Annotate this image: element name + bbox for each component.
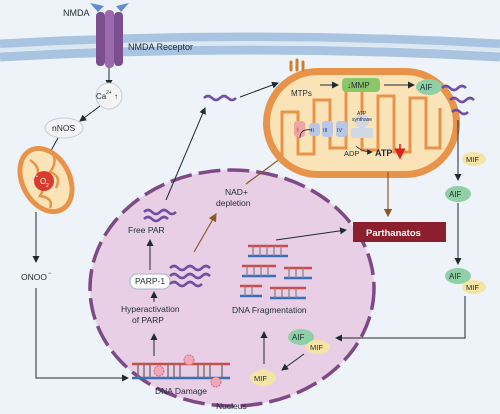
nnos-label: nNOS [52,123,75,133]
dna-fragmentation-label: DNA Fragmentation [232,305,307,315]
mmp-label: ↓MMP [347,81,370,90]
complex-i-label: I [297,128,299,134]
nmda-receptor [90,3,129,68]
complex-iv-label: IV [337,128,343,134]
parthanatos-box: Parthanatos [353,222,446,242]
nucleus-label: Nucleus [216,401,247,411]
onoo-label: ONOO [21,272,47,282]
mif-nucleus-label: MIF [254,374,267,383]
complex-iii: III [322,121,333,137]
aif-cytosol-badge: AIF [445,186,471,202]
mmp-badge: ↓MMP [342,78,380,92]
nad-label-1: NAD+ [225,187,248,197]
hyperactivation-label-2: of PARP [132,315,164,325]
superoxide-sub: 2 [46,183,49,189]
aif-complex-nucleus-label: AIF [292,333,305,342]
parp1-node: PARP-1 [129,273,171,290]
aif-mif-complex-nucleus: AIF MIF [288,329,330,354]
mif-right-badge: MIF [462,152,486,166]
mtps-label: MTPs [291,89,312,98]
calcium-sup: 2+ [106,90,112,96]
hyperactivation-label-1: Hyperactivation [121,304,180,314]
nucleus [88,168,376,408]
free-par-chain-icon [143,208,177,216]
nnos-node: nNOS [44,117,84,139]
complex-ii: II [309,123,320,136]
onoo-sup: − [48,271,52,277]
mtps-channel-icon [289,58,305,72]
superoxide-label: O [40,177,46,186]
complex-ii-label: II [311,128,315,134]
aif-complex-right-label: AIF [449,272,462,281]
complex-i: I [294,121,305,137]
aif-cytosol-label: AIF [449,190,462,199]
nmda-label: NMDA [63,8,90,18]
aif-mito-label: AIF [420,83,433,92]
dna-damage-label: DNA Damage [155,386,207,396]
mif-complex-nucleus-label: MIF [310,343,323,352]
mif-right-label: MIF [466,155,479,164]
nad-label-2: depletion [216,198,251,208]
atp-label: ATP [375,148,392,158]
dna-damage-icon [132,354,230,388]
aif-mito-badge: AIF [416,79,442,95]
atp-synthase-label-2: synthase [352,117,372,123]
aif-mif-complex-right: AIF MIF [445,268,486,294]
par-chain-attached-icon [169,264,211,272]
calcium-label: Ca [96,92,107,101]
adp-label: ADP [344,149,359,158]
parthanatos-label: Parthanatos [366,228,421,239]
superoxide-node: • O 2 [34,171,54,191]
superoxide-dot: • [36,174,38,180]
dna-fragmentation-icon [240,244,312,300]
mif-complex-right-label: MIF [466,283,479,292]
parp1-label: PARP-1 [135,276,165,286]
calcium-node: Ca 2+ ↑ [95,82,123,110]
free-par-label: Free PAR [128,225,165,235]
cell-membrane [0,32,500,62]
complex-iii-label: III [323,128,328,134]
complex-iv: IV [336,121,347,137]
atp-synthase-label-1: ATP [357,111,367,117]
nmda-ligand-icon [90,3,104,12]
calcium-arrow: ↑ [114,92,118,101]
atp-synthase: ATP synthase [351,111,373,138]
nmda-receptor-label: NMDA Receptor [128,42,193,52]
mif-nucleus-badge: MIF [250,370,276,386]
par-chain-cytosol-icon [203,94,237,102]
